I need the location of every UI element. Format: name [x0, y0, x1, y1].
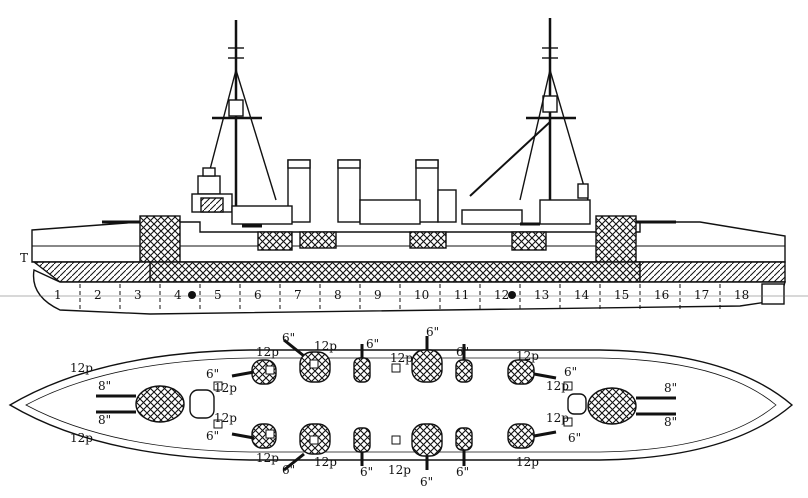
- main-gun-label: 8": [98, 413, 111, 427]
- secondary-gun-label: 6": [456, 345, 469, 359]
- secondary-gun-label: 6": [360, 465, 373, 479]
- rudder: [761, 283, 785, 305]
- profile-guns: [102, 220, 676, 228]
- main-gun-label: 8": [664, 415, 677, 429]
- compartment-label: 12: [494, 288, 509, 302]
- mainmast: [469, 18, 589, 210]
- light-gun-label: 12p: [256, 345, 279, 359]
- compartment-label: 2: [94, 288, 102, 302]
- main-gun-label: 8": [98, 379, 111, 393]
- secondary-gun-label: 6": [564, 365, 577, 379]
- main-guns: [96, 394, 676, 416]
- compartment-label: 6: [254, 288, 262, 302]
- secondary-gun-label: 6": [426, 325, 439, 339]
- light-gun-label: 12p: [70, 361, 93, 375]
- compartment-label: 18: [734, 288, 749, 302]
- light-gun-label: 12p: [256, 451, 279, 465]
- aft-superstructure: [461, 183, 591, 225]
- light-gun-label: 12p: [388, 463, 411, 477]
- deck-plan: [8, 336, 794, 472]
- secondary-barrels: [231, 336, 557, 472]
- secondary-gun-label: 6": [282, 463, 295, 477]
- secondary-gun-label: 6": [456, 465, 469, 479]
- light-gun-label: 12p: [214, 411, 237, 425]
- aft-main-turret: [587, 387, 637, 425]
- funnels: [287, 159, 457, 223]
- compartment-label: 7: [294, 288, 302, 302]
- compartment-label: 9: [374, 288, 382, 302]
- compartment-label: 3: [134, 288, 142, 302]
- forward-superstructure: [191, 167, 421, 225]
- light-gun-label: 12p: [546, 411, 569, 425]
- light-gun-label: 12p: [70, 431, 93, 445]
- compartment-label: 11: [454, 288, 469, 302]
- compartment-label: 13: [534, 288, 549, 302]
- secondary-gun-label: 6": [206, 367, 219, 381]
- light-gun-label: 12p: [390, 351, 413, 365]
- secondary-gun-label: 6": [206, 429, 219, 443]
- secondary-gun-label: 6": [568, 431, 581, 445]
- aft-turret-armor: [595, 215, 637, 263]
- compartment-label: 17: [694, 288, 709, 302]
- foremast: [201, 20, 277, 215]
- fore-main-turret: [135, 385, 185, 423]
- casemate-armor-3: [409, 231, 447, 249]
- compartment-label: 15: [614, 288, 629, 302]
- compartment-label: 4: [174, 288, 182, 302]
- light-gun-mounts: [213, 359, 573, 445]
- light-gun-label: 12p: [516, 349, 539, 363]
- compartment-label: 1: [54, 288, 62, 302]
- plan-labels: 8"8"8"8"6"6"6"6"6"6"6"6"6"6"6"6"12p12p12…: [70, 325, 677, 489]
- casemate-armor-4: [511, 231, 547, 251]
- compartment-label: 16: [654, 288, 669, 302]
- casemate-armor-2: [299, 231, 337, 249]
- compartment-label: 8: [334, 288, 342, 302]
- secondary-gun-label: 6": [420, 475, 433, 489]
- magazine-dot: [188, 291, 196, 299]
- light-gun-label: 12p: [314, 339, 337, 353]
- light-gun-label: 12p: [516, 455, 539, 469]
- armor-belt: [149, 261, 641, 283]
- light-gun-label: 12p: [314, 455, 337, 469]
- main-gun-label: 8": [664, 381, 677, 395]
- side-profile: [0, 18, 808, 315]
- casemate-armor-1: [257, 231, 293, 251]
- light-gun-label: 12p: [546, 379, 569, 393]
- secondary-gun-label: 6": [366, 337, 379, 351]
- compartment-label: 10: [414, 288, 429, 302]
- magazine-dot: [508, 291, 516, 299]
- deck-outline: [8, 349, 794, 461]
- compartment-label: 5: [214, 288, 222, 302]
- secondary-gun-label: 6": [282, 331, 295, 345]
- bow-mark: T: [20, 251, 28, 265]
- compartment-label: 14: [574, 288, 590, 302]
- light-gun-label: 12p: [214, 381, 237, 395]
- fore-turret-armor: [139, 215, 181, 263]
